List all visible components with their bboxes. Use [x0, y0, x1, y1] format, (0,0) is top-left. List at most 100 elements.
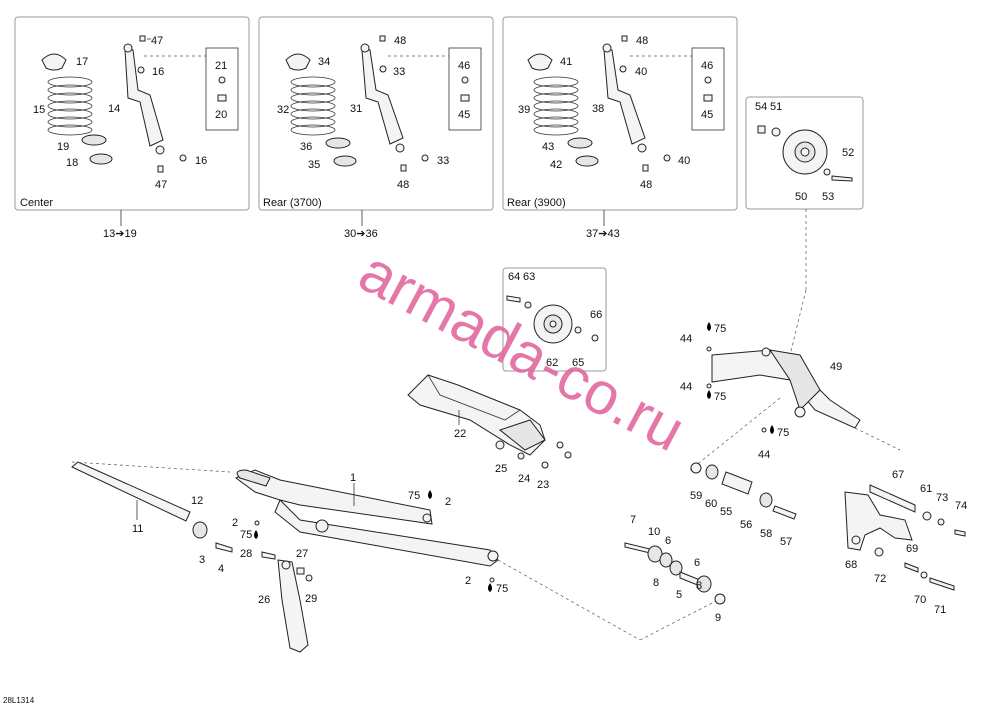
callout-42: 42 [550, 159, 562, 171]
panel-range-center: 13➔19 [103, 228, 137, 240]
callout-40b: 40 [678, 155, 690, 167]
callout-4: 4 [218, 563, 224, 575]
callout-34: 34 [318, 56, 330, 68]
callout-12: 12 [191, 495, 203, 507]
callout-56: 56 [740, 519, 752, 531]
callout-16: 16 [152, 66, 164, 78]
callout-28: 28 [240, 548, 252, 560]
callout-33: 33 [393, 66, 405, 78]
callout-66: 66 [590, 309, 602, 321]
callout-75b: 75 [714, 391, 726, 403]
callout-57: 57 [780, 536, 792, 548]
panel-caption-rear-3900: Rear (3900) [507, 197, 566, 209]
callout-70: 70 [914, 594, 926, 606]
callout-44b: 44 [680, 381, 692, 393]
callout-15: 15 [33, 104, 45, 116]
callout-60: 60 [705, 498, 717, 510]
panel-caption-center: Center [20, 197, 53, 209]
callout-75f: 75 [496, 583, 508, 595]
callout-27: 27 [296, 548, 308, 560]
callout-22: 22 [454, 428, 466, 440]
callout-64: 64 [508, 271, 520, 283]
callout-7: 7 [630, 514, 636, 526]
callout-29: 29 [305, 593, 317, 605]
callout-65: 65 [572, 357, 584, 369]
callout-50: 50 [795, 191, 807, 203]
callout-75c: 75 [777, 427, 789, 439]
callout-52: 52 [842, 147, 854, 159]
callout-10: 10 [648, 526, 660, 538]
callout-63: 63 [523, 271, 535, 283]
part-rear-axle-stack: 59 60 55 56 58 57 [690, 462, 797, 548]
callout-54: 54 [755, 101, 767, 113]
callout-48c: 48 [636, 35, 648, 47]
part-1-front-arm: 1 75 2 2 75 2 75 [232, 469, 508, 595]
callout-3: 3 [199, 554, 205, 566]
callout-8: 8 [653, 577, 659, 589]
callout-75: 75 [714, 323, 726, 335]
callout-21: 21 [215, 60, 227, 72]
callout-11: 11 [132, 523, 143, 535]
callout-75d: 75 [408, 490, 420, 502]
callout-49: 49 [830, 361, 842, 373]
callout-35: 35 [308, 159, 320, 171]
callout-2: 2 [445, 496, 451, 508]
callout-39: 39 [518, 104, 530, 116]
callout-46: 46 [458, 60, 470, 72]
callout-38: 38 [592, 103, 604, 115]
panel-range-rear-3900: 37➔43 [586, 228, 620, 240]
callout-23: 23 [537, 479, 549, 491]
panel-range-rear-3700: 30➔36 [344, 228, 378, 240]
callout-71: 71 [934, 604, 946, 616]
callout-25: 25 [495, 463, 507, 475]
callout-41: 41 [560, 56, 572, 68]
callout-24: 24 [518, 473, 530, 485]
callout-32: 32 [277, 104, 289, 116]
callout-16b: 16 [195, 155, 207, 167]
callout-48: 48 [394, 35, 406, 47]
callout-58: 58 [760, 528, 772, 540]
callout-6: 6 [665, 535, 671, 547]
callout-20: 20 [215, 109, 227, 121]
callout-14: 14 [108, 103, 120, 115]
callout-72: 72 [874, 573, 886, 585]
callout-9: 9 [715, 612, 721, 624]
callout-33b: 33 [437, 155, 449, 167]
detail-box-idler-wheel-top: 54 51 52 50 53 [745, 96, 864, 210]
callout-44c: 44 [758, 449, 770, 461]
callout-48d: 48 [640, 179, 652, 191]
part-11-shaft: 11 12 3 4 [71, 461, 233, 575]
callout-18: 18 [66, 157, 78, 169]
detail-box-idler-wheel-middle: 64 63 66 62 65 [502, 267, 607, 372]
part-26-link-arm: 28 27 29 26 [240, 548, 317, 653]
callout-45: 45 [458, 109, 470, 121]
callout-6b: 6 [694, 557, 700, 569]
callout-62: 62 [546, 357, 558, 369]
callout-51: 51 [770, 101, 782, 113]
callout-2c: 2 [465, 575, 471, 587]
callout-61: 61 [920, 483, 932, 495]
callout-44: 44 [680, 333, 692, 345]
callout-43: 43 [542, 141, 554, 153]
callout-5: 5 [676, 589, 682, 601]
part-49-rear-arm: 44 75 49 44 75 75 44 [680, 322, 861, 461]
callout-55: 55 [720, 506, 732, 518]
callout-47: 47 [151, 35, 163, 47]
callout-69: 69 [906, 543, 918, 555]
callout-2b: 2 [232, 517, 238, 529]
callout-31: 31 [350, 103, 362, 115]
callout-53: 53 [822, 191, 834, 203]
callout-48b: 48 [397, 179, 409, 191]
panel-rear-3900: 41 39 38 43 42 48 40 46 45 40 48 Rear (3… [502, 16, 738, 240]
part-axle-stack: 7 10 6 8 6 8 5 9 [624, 514, 726, 624]
callout-26: 26 [258, 594, 270, 606]
callout-17: 17 [76, 56, 88, 68]
callout-1: 1 [350, 472, 356, 484]
callout-36: 36 [300, 141, 312, 153]
callout-45b: 45 [701, 109, 713, 121]
diagram-code: 28L1314 [3, 696, 35, 705]
callout-75e: 75 [240, 529, 252, 541]
callout-47b: 47 [155, 179, 167, 191]
